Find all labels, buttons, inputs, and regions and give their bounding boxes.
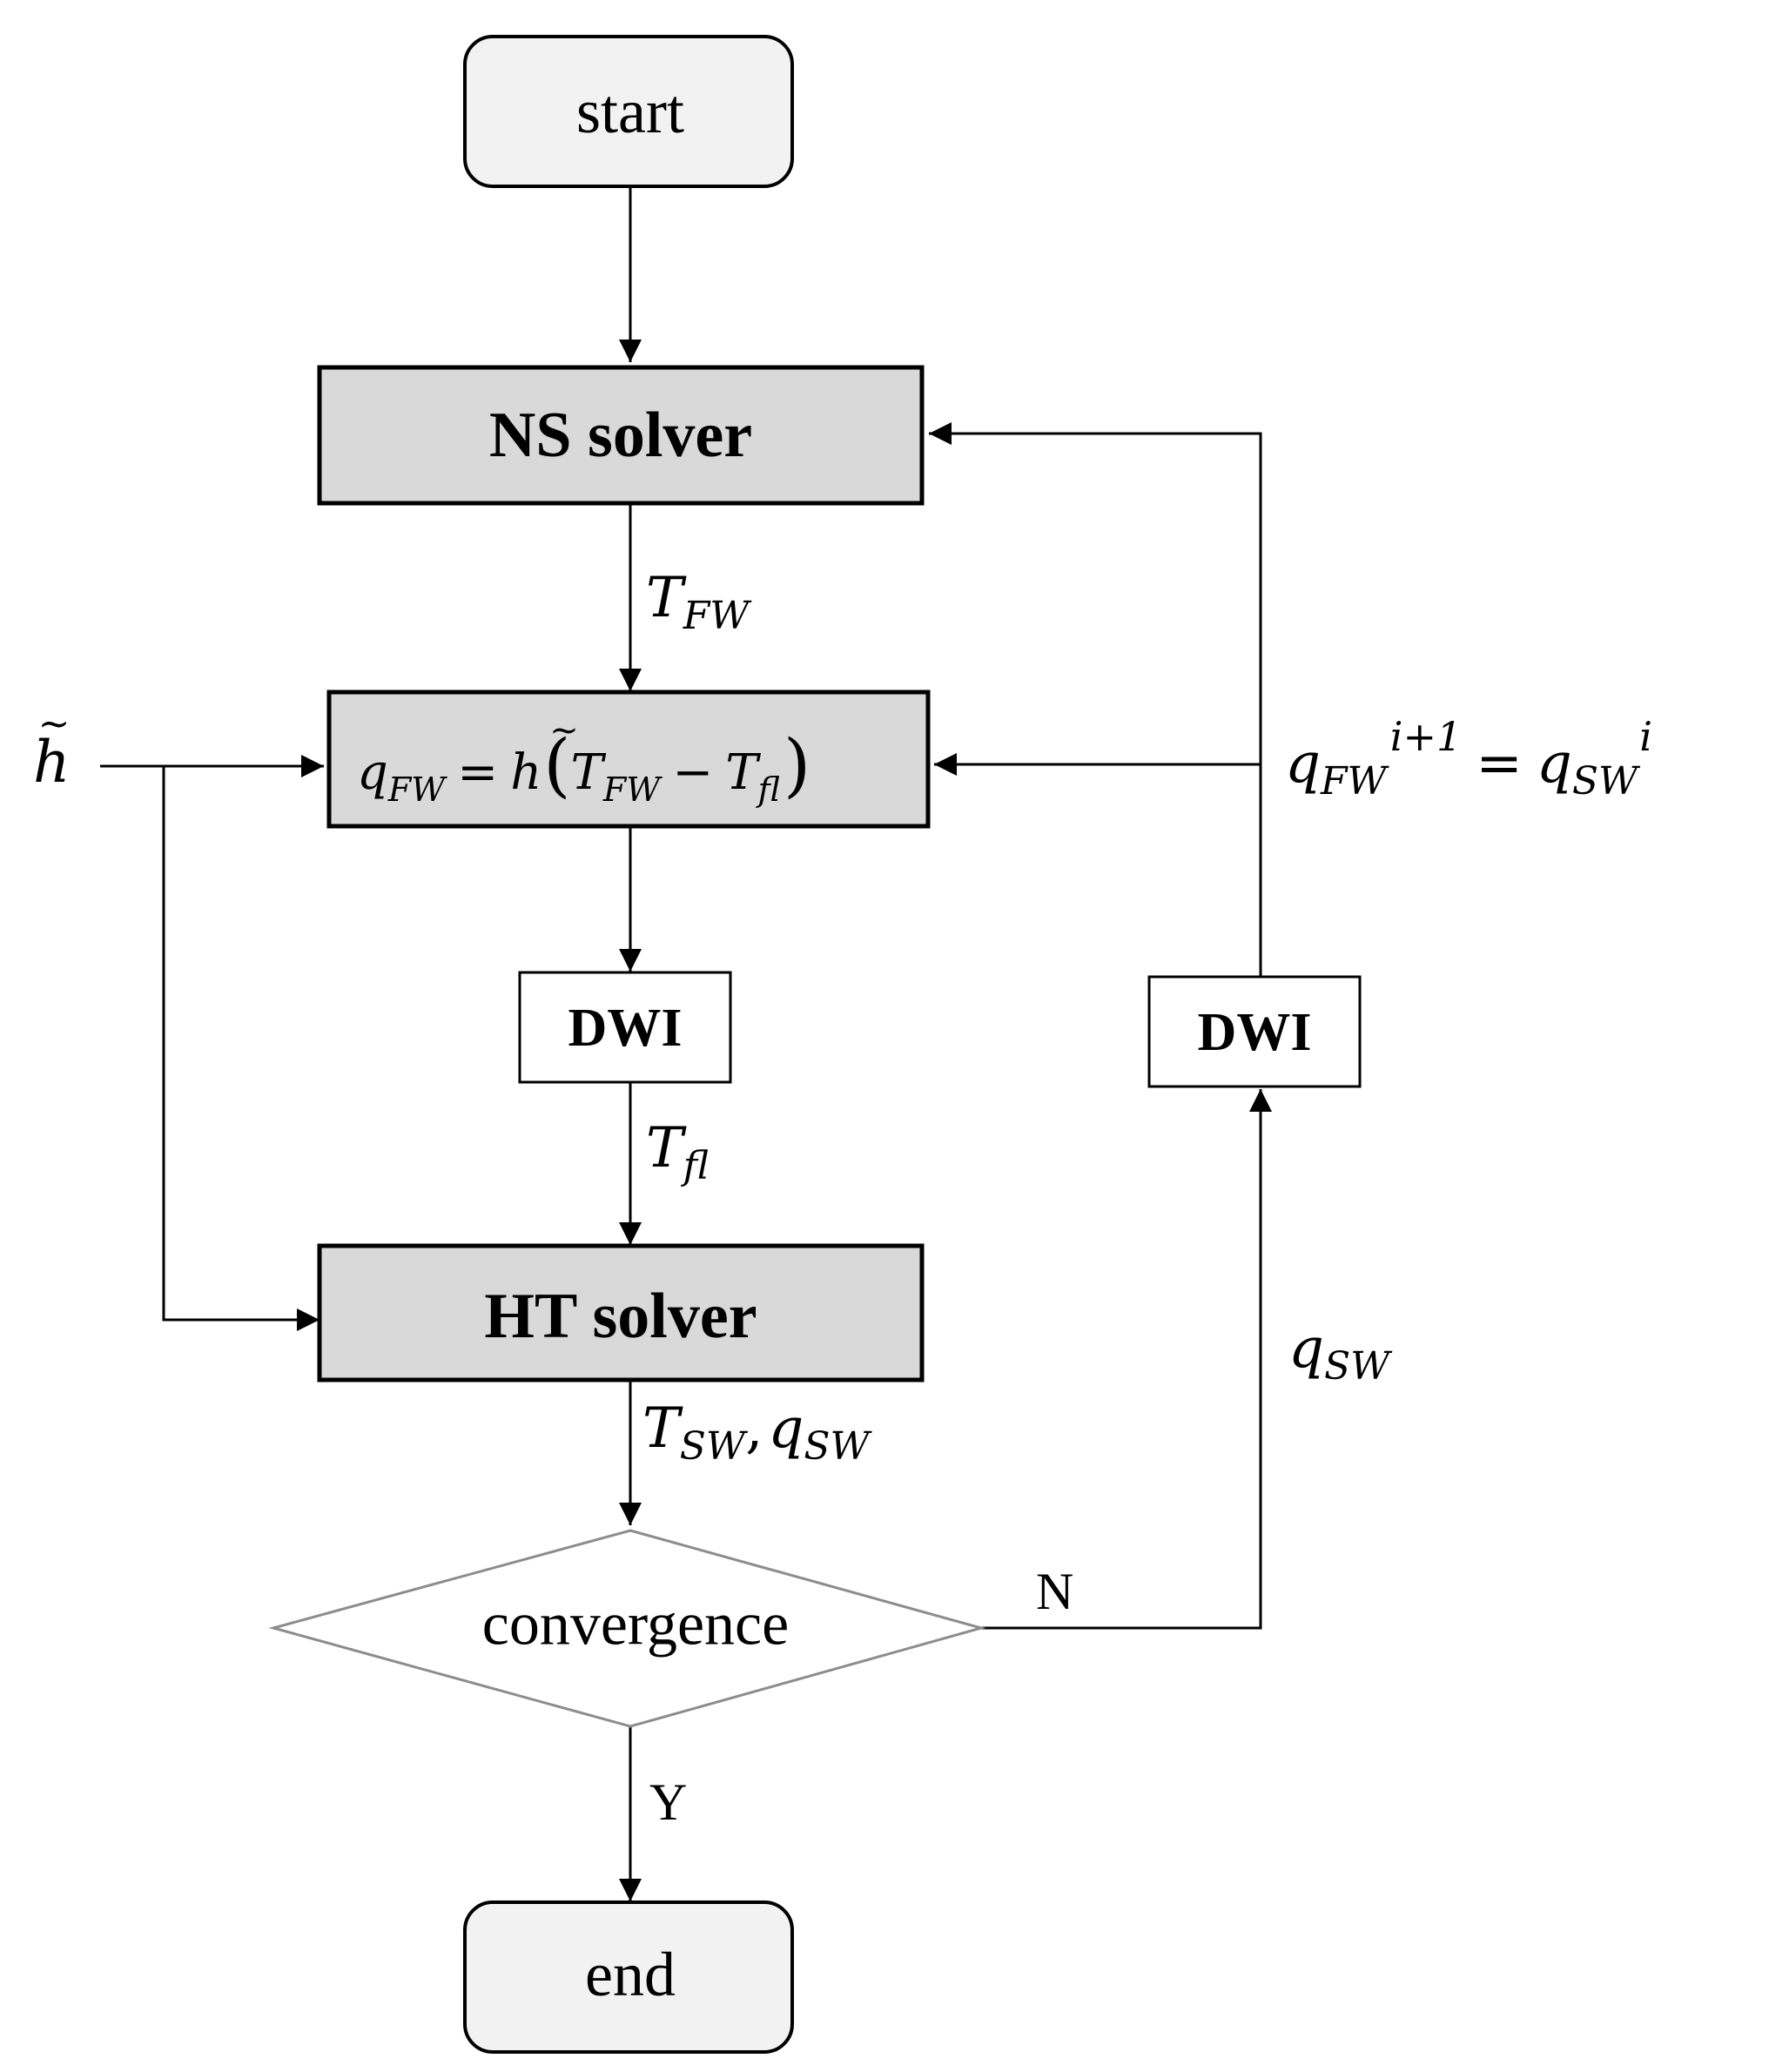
label-t-fw-base: T [646, 566, 687, 630]
label-update-equation: qFWi+1=qSWi [1285, 713, 1652, 804]
convergence-shape [268, 1529, 986, 1728]
flux-close-paren: ) [784, 724, 811, 805]
label-t-sw-base: T [642, 1396, 683, 1461]
convergence-label: convergence [482, 1591, 789, 1658]
end-node: end [463, 1900, 794, 2054]
update-rhs-base: q [1537, 731, 1572, 796]
label-yes: Y [649, 1773, 687, 1831]
dwi-right-shape [1147, 975, 1362, 1088]
dwi-left-label: DWI [568, 999, 683, 1058]
edge-dwi-right-to-ns-solver [929, 422, 1262, 977]
dwi-left-shape [518, 971, 732, 1084]
end-node-label: end [585, 1940, 676, 2009]
label-q-sw-right-sub: SW [1324, 1344, 1393, 1389]
flux-t2-sub: fl [756, 770, 780, 809]
flux-lhs-sub: FW [387, 770, 447, 809]
update-rhs-sup: i [1639, 713, 1652, 760]
edge-convergence-to-dwi-right [981, 1089, 1272, 1630]
edges [100, 186, 1272, 1901]
edge-htilde-to-ht-solver [162, 766, 319, 1331]
ns-solver-label: NS solver [489, 400, 752, 471]
start-node-shape [463, 35, 794, 188]
ns-solver-shape [317, 365, 925, 506]
label-q-sw-sub: SW [804, 1424, 872, 1469]
dwi-left-node: DWI [518, 971, 732, 1084]
label-t-fw-sub: FW [683, 594, 753, 638]
ht-solver-shape [317, 1243, 925, 1382]
flux-t1: T [571, 744, 607, 801]
ht-solver-node: HT solver [317, 1243, 925, 1382]
label-h-tilde: h [33, 729, 71, 796]
flux-equation-node: qFW=h(TFW−Tfl) ~ [326, 690, 931, 829]
label-h-tilde-mark: ~ [38, 702, 71, 746]
label-t-fl-base: T [646, 1116, 687, 1181]
convergence-node: convergence [268, 1529, 986, 1728]
label-t-sw-comma: , [745, 1396, 763, 1461]
flux-open-paren: ( [543, 724, 570, 805]
dwi-right-node: DWI [1147, 975, 1362, 1088]
flux-t1-sub: FW [602, 770, 663, 809]
flux-t2: T [725, 744, 761, 801]
update-lhs-base: q [1285, 731, 1321, 796]
update-rhs-sub: SW [1572, 759, 1641, 804]
label-t-sw-q-sw: TSW,qSW [642, 1396, 873, 1469]
label-q-sw-base: q [768, 1396, 804, 1461]
dwi-right-label: DWI [1198, 1003, 1312, 1062]
flux-equation-shape [326, 690, 931, 829]
start-node: start [463, 35, 794, 188]
update-lhs-sup: i+1 [1390, 713, 1463, 760]
label-q-sw: qSW [1288, 1316, 1393, 1389]
flux-lhs-q: q [357, 744, 388, 801]
ht-solver-label: HT solver [484, 1281, 757, 1352]
flux-htilde: h [510, 744, 541, 801]
flux-minus: − [672, 744, 713, 801]
label-q-sw-right-base: q [1288, 1316, 1324, 1381]
end-node-shape [463, 1900, 794, 2054]
update-eq: = [1476, 731, 1523, 796]
flux-equation-text: qFW=h(TFW−Tfl) [357, 724, 811, 809]
flux-eq-sign: = [457, 744, 498, 801]
label-t-sw-sub: SW [680, 1424, 749, 1469]
label-t-fl: Tfl [646, 1116, 709, 1188]
ns-solver-node: NS solver [317, 365, 925, 506]
flux-htilde-tilde: ~ [549, 710, 579, 750]
start-node-label: start [576, 77, 684, 146]
label-no: N [1036, 1563, 1073, 1620]
update-lhs-sub: FW [1320, 759, 1390, 804]
label-t-fw: TFW [646, 566, 752, 638]
label-t-fl-sub: fl [681, 1144, 709, 1188]
